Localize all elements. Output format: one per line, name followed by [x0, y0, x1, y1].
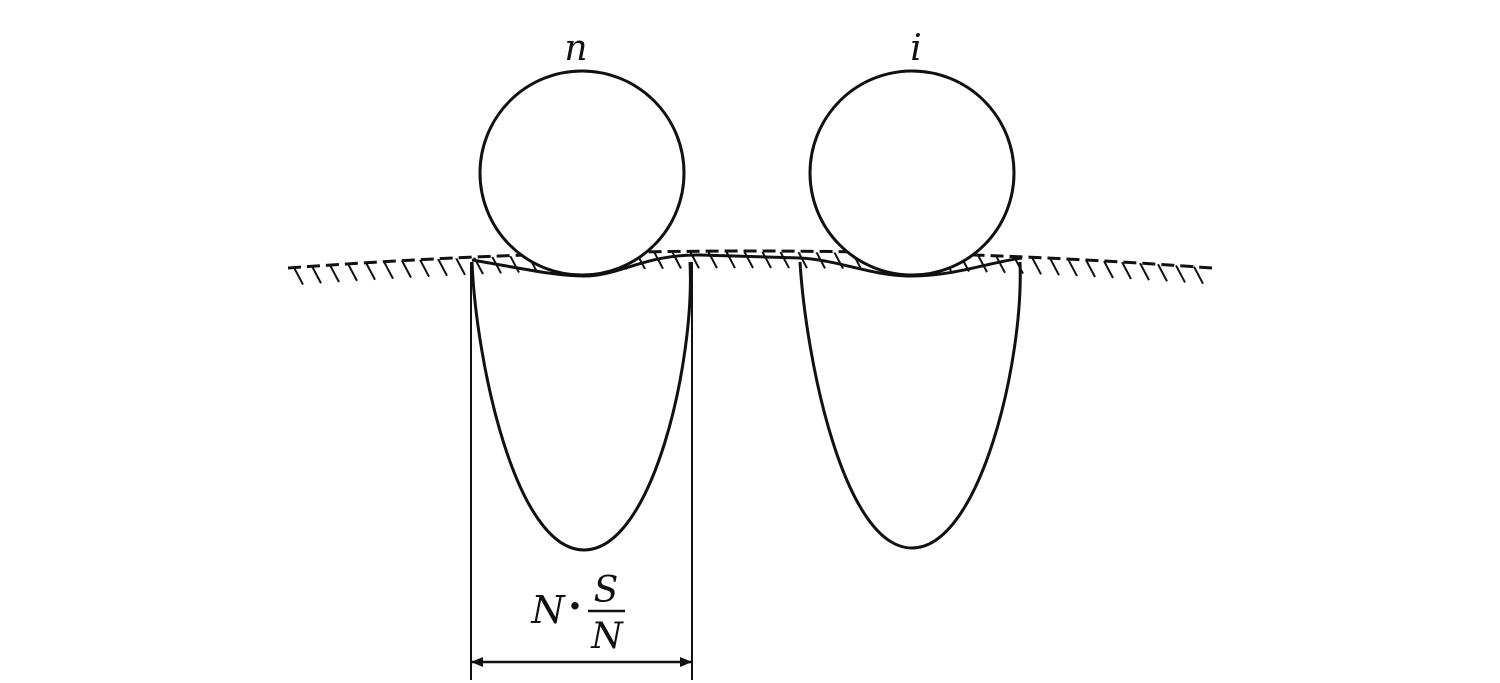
circle-icon	[808, 69, 1016, 277]
roller-left-label: n	[564, 28, 587, 69]
hatch-tick	[1139, 262, 1150, 281]
hatch-tick	[509, 255, 520, 274]
hatch-tick	[671, 252, 682, 269]
hatch-tick	[311, 265, 322, 284]
hatch-tick	[1031, 256, 1042, 275]
hatch-tick	[1121, 261, 1132, 280]
hatch-tick	[1049, 257, 1060, 276]
stress-bulb-left	[470, 261, 692, 552]
circle-icon	[478, 69, 686, 277]
hatch-tick	[977, 254, 988, 273]
dimension-denominator: N	[590, 616, 624, 657]
deformed-surface	[471, 253, 1023, 278]
hatch-tick	[455, 257, 466, 276]
hatch-tick	[347, 263, 358, 282]
hatch-tick	[1193, 266, 1204, 285]
hatch-tick	[1067, 258, 1078, 277]
roller-right-label: i	[910, 28, 922, 69]
ground-surface	[287, 249, 1213, 270]
hatch-tick	[707, 252, 718, 269]
hatch-tick	[383, 261, 394, 280]
hatch-tick	[437, 258, 448, 277]
hatch-tick	[995, 255, 1006, 274]
hatch-tick	[419, 259, 430, 278]
hatch-tick	[329, 264, 340, 283]
dimension-numerator: S	[594, 570, 619, 611]
hatch-tick	[401, 260, 412, 279]
hatch-tick	[1175, 264, 1186, 283]
hatch-tick	[1157, 263, 1168, 282]
hatch-tick	[779, 252, 790, 269]
hatch-tick	[743, 252, 754, 269]
hatch-tick	[1103, 260, 1114, 279]
hatch-tick	[365, 262, 376, 281]
hatch-tick	[761, 252, 772, 269]
hatch-tick	[1085, 259, 1096, 278]
stress-bulb-right	[798, 261, 1022, 550]
hatch-tick	[725, 252, 736, 269]
hatch-tick	[797, 252, 808, 269]
dimension-prefix: N	[530, 588, 566, 632]
hatch-tick	[293, 267, 304, 286]
dimension-dot: ·	[568, 583, 582, 630]
